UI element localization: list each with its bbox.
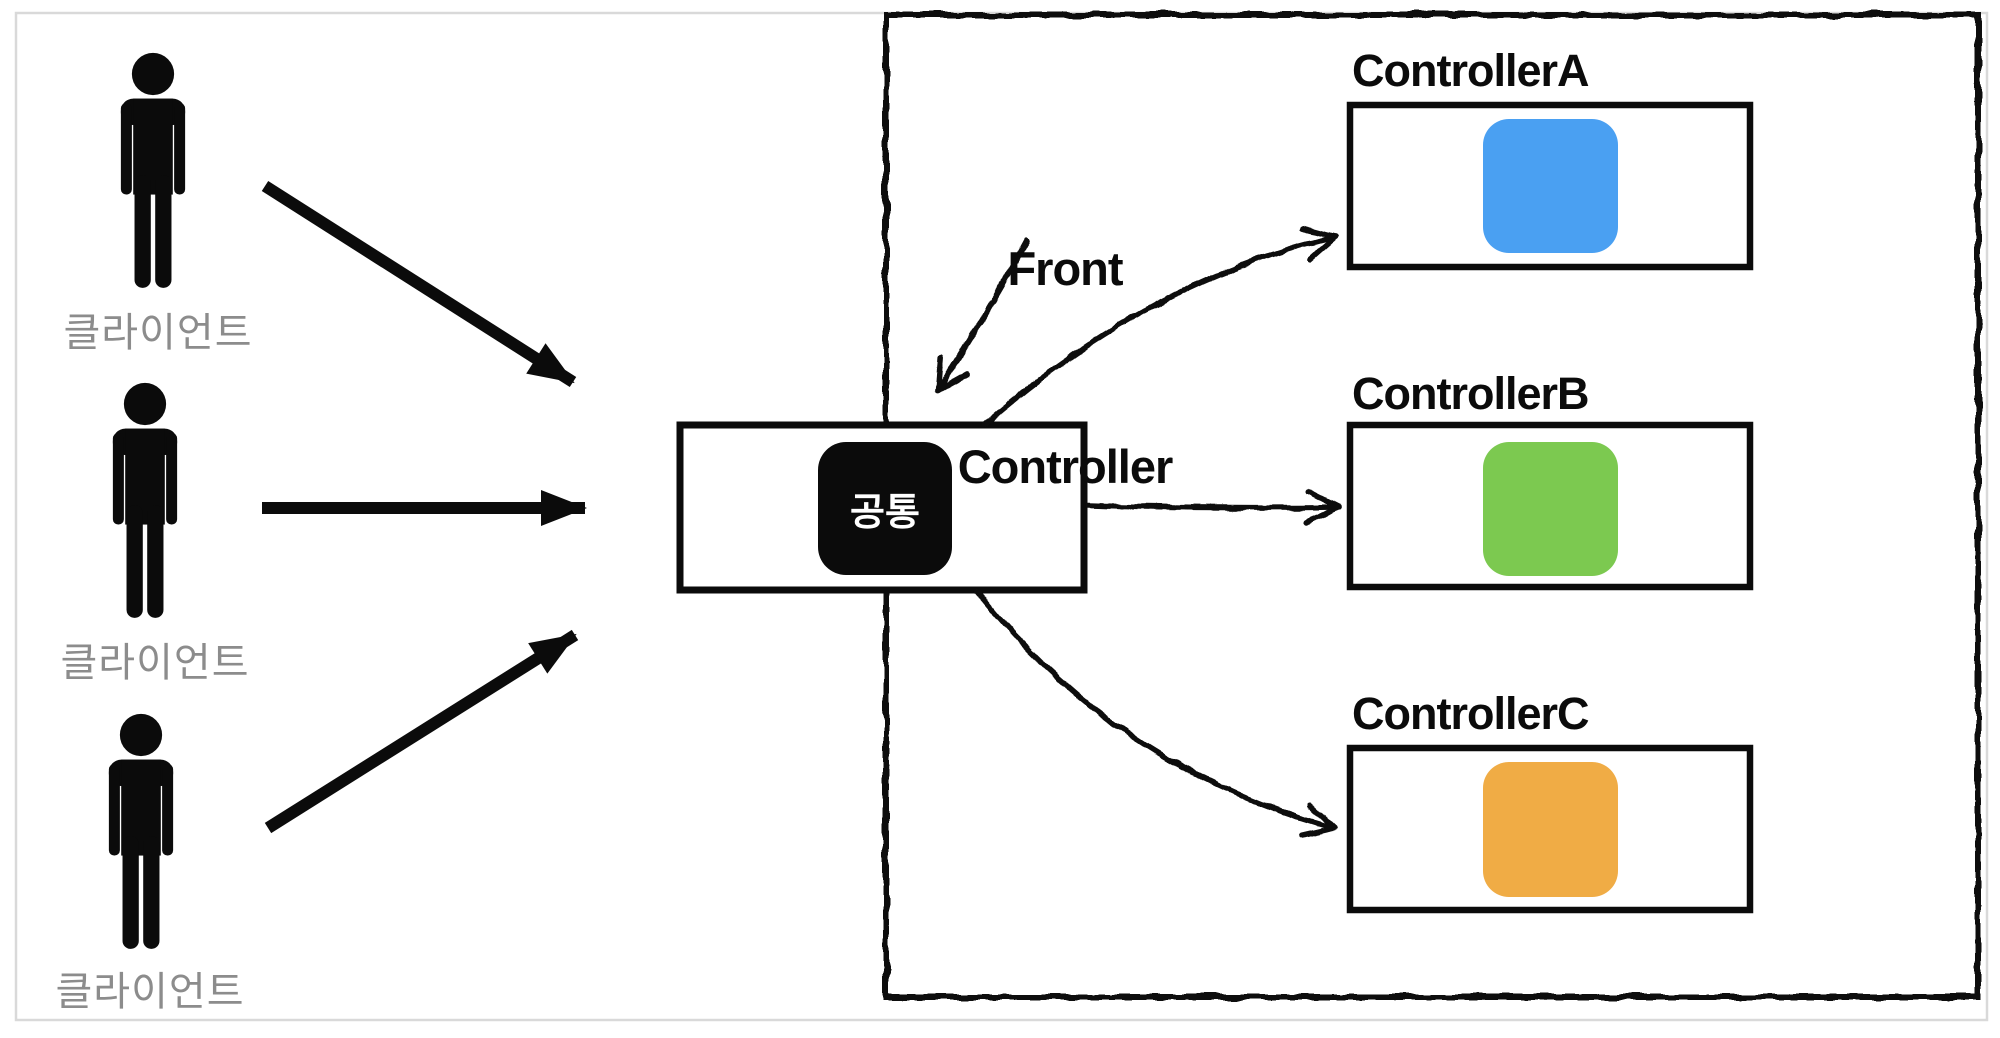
client-figure-icon	[120, 52, 186, 288]
client-figure-icon	[108, 713, 174, 949]
common-badge-label: 공통	[850, 492, 920, 534]
arrow-to-controller-b	[1085, 488, 1341, 527]
controller-a-chip	[1483, 119, 1618, 253]
client1-request-arrow	[261, 180, 577, 388]
client3-request-arrow	[264, 629, 579, 834]
client-label: 클라이언트	[60, 641, 250, 685]
controller-c-title: ControllerC	[1352, 688, 1589, 739]
front-controller-pointer-arrow	[935, 237, 1030, 393]
front-controller-label-line1: Front	[1007, 242, 1123, 295]
client-figure-icon	[112, 382, 178, 618]
front-controller-label: Front Controller	[905, 104, 1225, 566]
client-label: 클라이언트	[63, 311, 253, 355]
controller-c-chip	[1483, 762, 1618, 897]
front-controller-label-line2: Controller	[957, 440, 1174, 493]
controller-b-title: ControllerB	[1352, 368, 1589, 419]
common-badge	[818, 442, 952, 575]
client-label: 클라이언트	[55, 970, 245, 1014]
controller-a-title: ControllerA	[1352, 45, 1589, 96]
arrow-to-controller-c	[975, 589, 1338, 839]
controller-b-chip	[1483, 442, 1618, 576]
arrow-to-controller-a	[982, 225, 1338, 427]
